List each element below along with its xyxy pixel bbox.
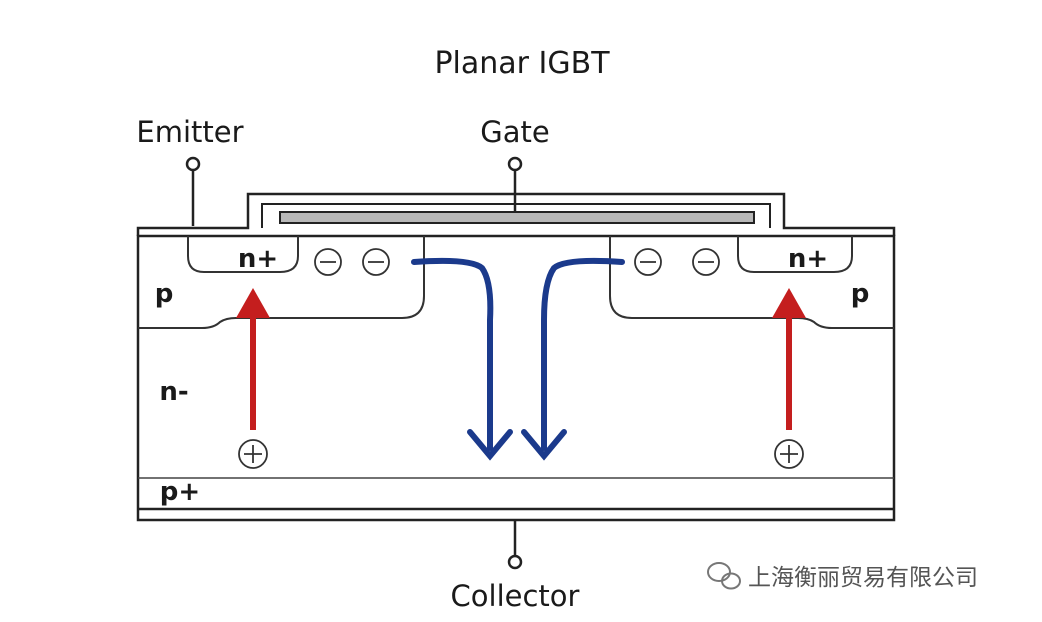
hole-current-arrow-right [772,288,806,430]
emitter-label: Emitter [136,115,243,149]
n-plus-right-well [737,236,853,273]
n-plus-left-well [187,236,299,273]
n-plus-left-label: n+ [238,244,278,274]
electron-current-path-left [411,257,513,461]
silicon-body [136,234,896,522]
wechat-icon [707,562,741,590]
electron-minus-icon [314,248,342,276]
hole-plus-icon [238,439,268,469]
watermark-text: 上海衡丽贸易有限公司 [748,565,978,591]
p-body-left [138,236,425,329]
collector-terminal [507,520,523,570]
p-body-right [609,236,894,329]
n-plus-right-label: n+ [788,244,828,274]
hole-plus-icon [774,439,804,469]
p-plus-label: p+ [160,477,200,507]
p-right-label: p [851,279,870,309]
collector-label: Collector [451,579,580,613]
gate-electrode [279,211,755,224]
emitter-terminal [185,156,201,226]
gate-oxide [136,192,896,236]
hole-current-arrow-left [236,288,270,430]
diagram-title: Planar IGBT [434,46,610,81]
n-minus-label: n- [159,377,188,407]
electron-minus-icon [692,248,720,276]
gate-label: Gate [480,115,549,149]
electron-minus-icon [634,248,662,276]
p-left-label: p [155,279,174,309]
electron-current-path-right [521,257,625,461]
electron-minus-icon [362,248,390,276]
